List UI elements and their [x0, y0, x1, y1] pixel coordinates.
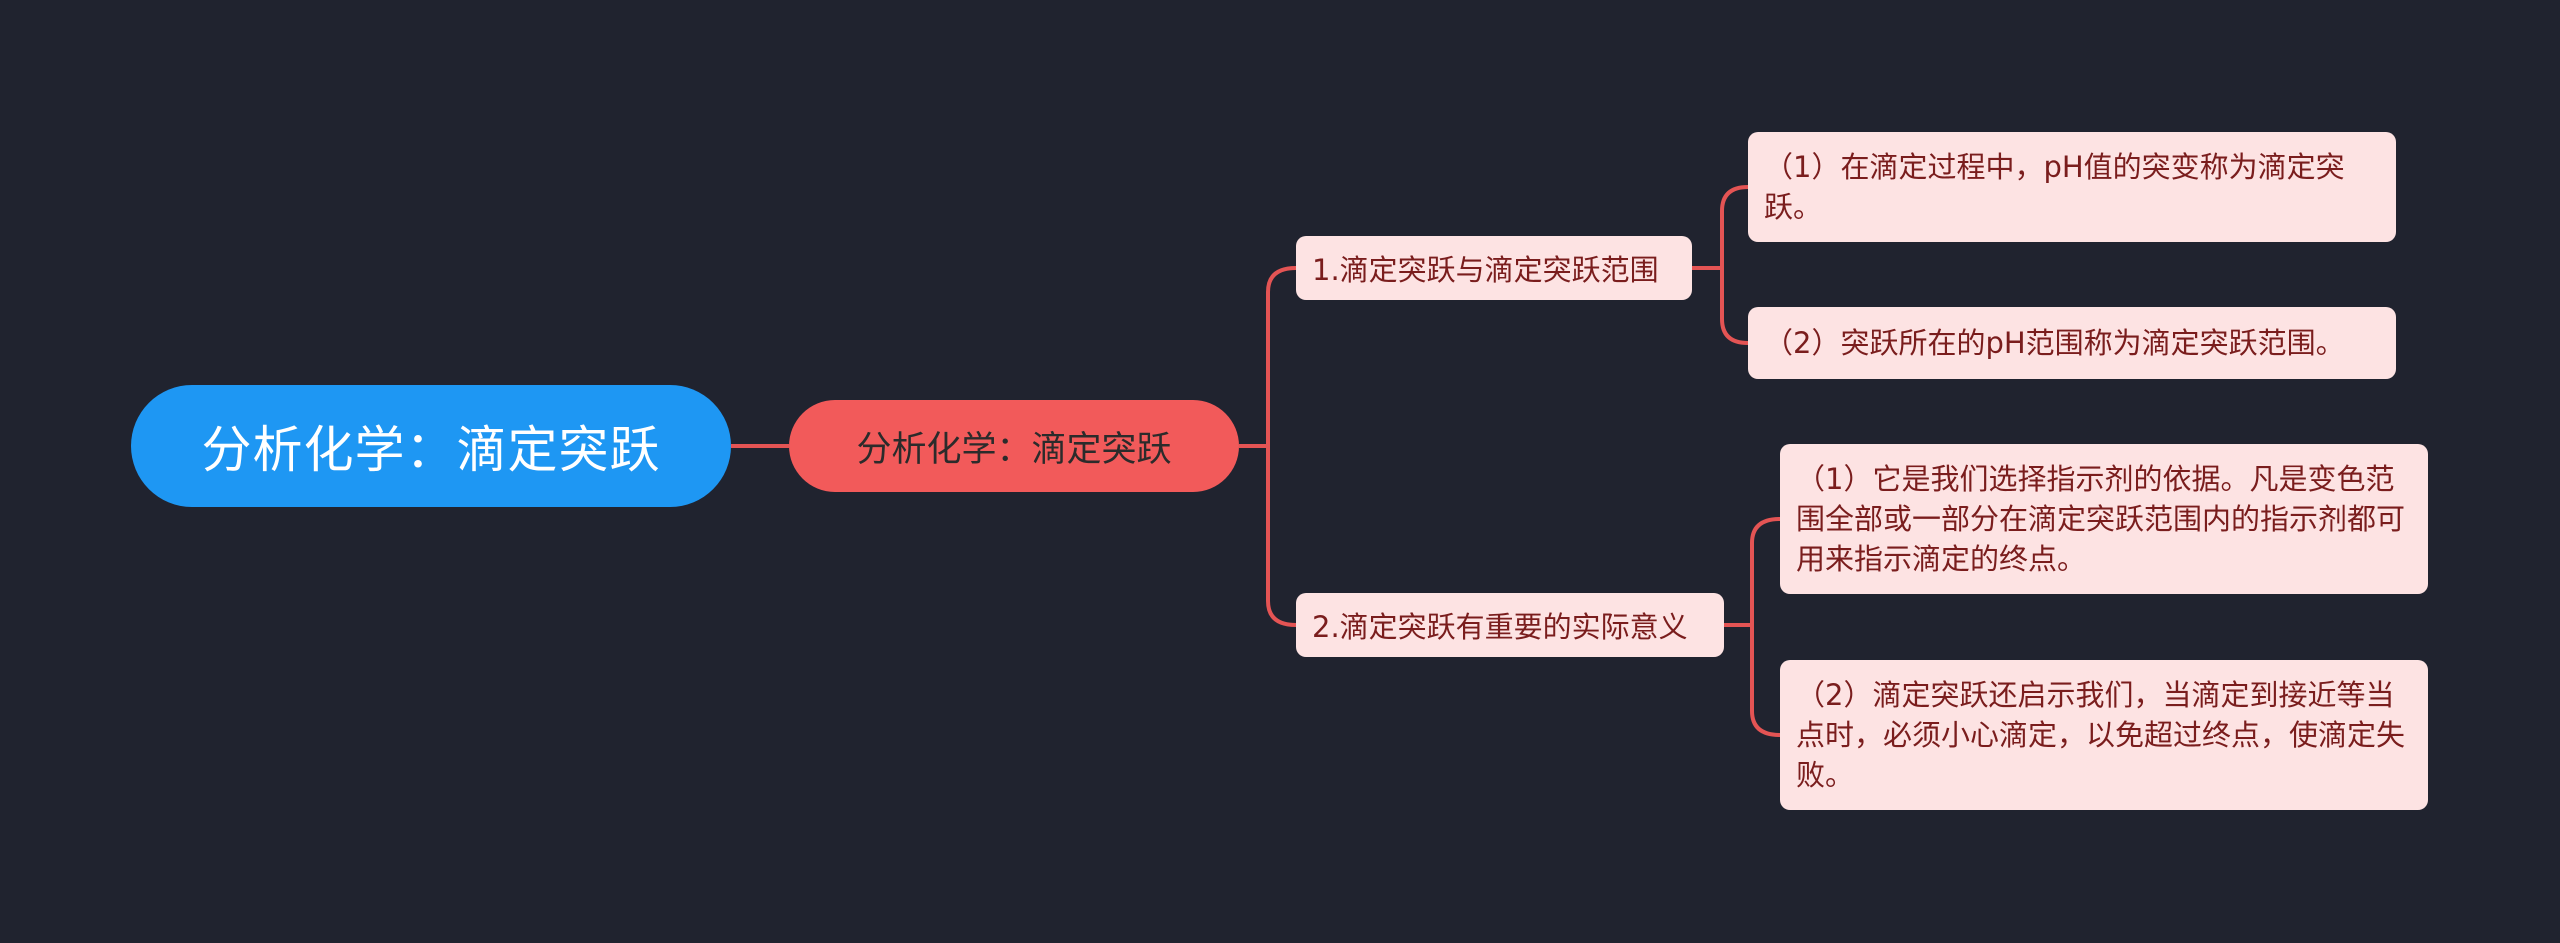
main-topic-label: 分析化学：滴定突跃: [856, 429, 1172, 470]
branch-1-label: 1.滴定突跃与滴定突跃范围: [1312, 253, 1659, 287]
leaf-node-1-1[interactable]: （1）在滴定过程中，pH值的突变称为滴定突跃。: [1748, 132, 2396, 242]
branch-node-1[interactable]: 1.滴定突跃与滴定突跃范围: [1296, 236, 1692, 300]
leaf-node-1-2[interactable]: （2）突跃所在的pH范围称为滴定突跃范围。: [1748, 307, 2396, 379]
branch-2-to-leaf-4-connector: [1750, 625, 1781, 737]
leaf-node-2-2[interactable]: （2）滴定突跃还启示我们，当滴定到接近等当点时，必须小心滴定，以免超过终点，使滴…: [1780, 660, 2428, 810]
main-to-branch-2-connector: [1266, 446, 1297, 627]
branch-2-to-leaf-3-connector: [1724, 517, 1781, 627]
leaf-2-1-text: （1）它是我们选择指示剂的依据。凡是变色范围全部或一部分在滴定突跃范围内的指示剂…: [1796, 462, 2406, 576]
branch-1-to-leaf-2-connector: [1720, 268, 1749, 345]
root-topic-label: 分析化学：滴定突跃: [201, 421, 661, 479]
branch-node-2[interactable]: 2.滴定突跃有重要的实际意义: [1296, 593, 1724, 657]
leaf-1-1-text: （1）在滴定过程中，pH值的突变称为滴定突跃。: [1764, 150, 2345, 224]
leaf-2-2-text: （2）滴定突跃还启示我们，当滴定到接近等当点时，必须小心滴定，以免超过终点，使滴…: [1796, 678, 2406, 792]
branch-2-label: 2.滴定突跃有重要的实际意义: [1312, 610, 1688, 644]
root-topic-node[interactable]: 分析化学：滴定突跃: [131, 385, 731, 507]
leaf-node-2-1[interactable]: （1）它是我们选择指示剂的依据。凡是变色范围全部或一部分在滴定突跃范围内的指示剂…: [1780, 444, 2428, 594]
main-to-branch-1-connector: [1239, 266, 1297, 448]
main-topic-node[interactable]: 分析化学：滴定突跃: [789, 400, 1239, 492]
leaf-1-2-text: （2）突跃所在的pH范围称为滴定突跃范围。: [1764, 326, 2345, 360]
branch-1-to-leaf-1-connector: [1692, 185, 1749, 270]
